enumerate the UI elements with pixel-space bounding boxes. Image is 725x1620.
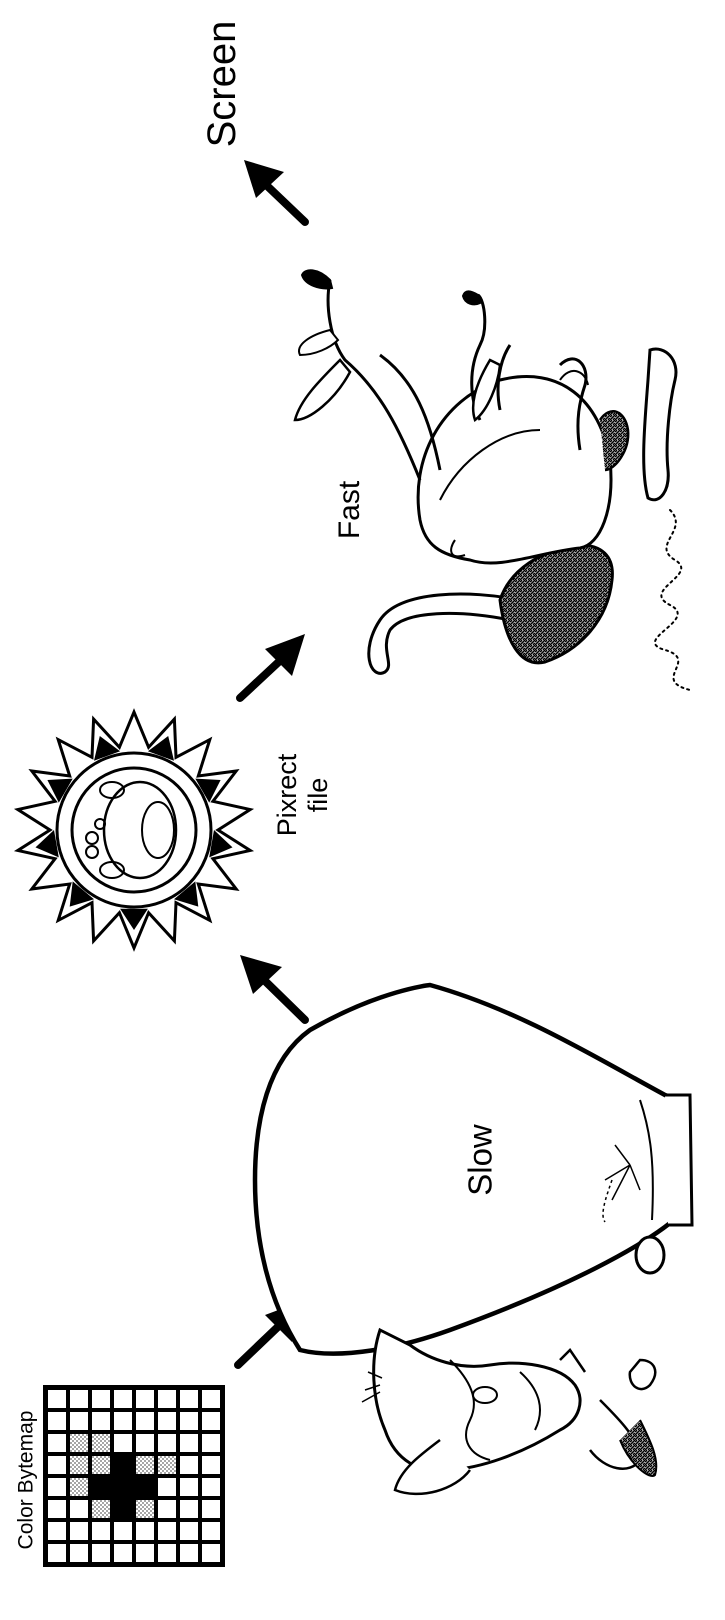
bytemap-cell xyxy=(48,1412,66,1430)
bytemap-cell xyxy=(70,1412,88,1430)
bytemap-cell xyxy=(180,1500,198,1518)
bytemap-cell xyxy=(136,1390,154,1408)
bytemap-cell xyxy=(48,1544,66,1562)
label-pixrect-file: Pixrect file xyxy=(272,754,334,837)
bytemap-cell xyxy=(114,1544,132,1562)
bytemap-cell xyxy=(158,1500,176,1518)
label-file: file xyxy=(303,754,334,837)
bytemap-cell xyxy=(136,1434,154,1452)
bytemap-cell xyxy=(202,1434,220,1452)
bytemap-cell xyxy=(202,1412,220,1430)
arrow-to-screen xyxy=(244,160,305,222)
bytemap-cell xyxy=(48,1390,66,1408)
bytemap-cell xyxy=(180,1544,198,1562)
bytemap-cell xyxy=(158,1522,176,1540)
bytemap-cell xyxy=(70,1478,88,1496)
bytemap-cell xyxy=(202,1500,220,1518)
bytemap-cell xyxy=(92,1456,110,1474)
bytemap-cell xyxy=(158,1434,176,1452)
bytemap-cell xyxy=(202,1390,220,1408)
bytemap-cell xyxy=(70,1522,88,1540)
bytemap-cell xyxy=(202,1478,220,1496)
bytemap-cell xyxy=(158,1478,176,1496)
label-slow: Slow xyxy=(464,1124,497,1196)
label-screen: Screen xyxy=(202,21,242,148)
bytemap-cell xyxy=(114,1434,132,1452)
bytemap-cell xyxy=(158,1544,176,1562)
bytemap-cell xyxy=(92,1390,110,1408)
bytemap-cell xyxy=(180,1434,198,1452)
bytemap-cell xyxy=(136,1478,154,1496)
bytemap-cell xyxy=(70,1544,88,1562)
sun-icon xyxy=(18,712,250,948)
bytemap-cell xyxy=(92,1522,110,1540)
bytemap-cell xyxy=(92,1544,110,1562)
bytemap-cell xyxy=(180,1522,198,1540)
bytemap-cell xyxy=(114,1412,132,1430)
bytemap-cell xyxy=(48,1522,66,1540)
bytemap-cell xyxy=(158,1390,176,1408)
bytemap-cell xyxy=(70,1434,88,1452)
bytemap-grid xyxy=(44,1386,224,1566)
bytemap-cell xyxy=(202,1456,220,1474)
bytemap-cell xyxy=(158,1412,176,1430)
bytemap-cell xyxy=(92,1434,110,1452)
bytemap-cell xyxy=(48,1434,66,1452)
label-color-bytemap: Color Bytemap xyxy=(16,1411,37,1550)
bytemap-cell xyxy=(114,1522,132,1540)
label-pixrect: Pixrect xyxy=(272,754,303,837)
arrow-to-pixrect xyxy=(240,955,305,1020)
bytemap-cell xyxy=(92,1478,110,1496)
bytemap-cell xyxy=(136,1500,154,1518)
slow-creature-illustration xyxy=(255,985,692,1494)
bytemap-cell xyxy=(136,1456,154,1474)
bytemap-cell xyxy=(48,1500,66,1518)
bytemap-cell xyxy=(202,1544,220,1562)
bytemap-cell xyxy=(114,1456,132,1474)
bytemap-cell xyxy=(70,1390,88,1408)
bytemap-cell xyxy=(136,1412,154,1430)
bytemap-cell xyxy=(158,1456,176,1474)
bytemap-cell xyxy=(136,1522,154,1540)
bytemap-cell xyxy=(114,1478,132,1496)
arrow-to-fast xyxy=(240,634,305,698)
label-fast: Fast xyxy=(335,481,365,539)
bytemap-cell xyxy=(136,1544,154,1562)
bytemap-cell xyxy=(114,1500,132,1518)
bytemap-cell xyxy=(180,1412,198,1430)
bytemap-cell xyxy=(92,1500,110,1518)
bytemap-cell xyxy=(180,1456,198,1474)
bytemap-cell xyxy=(114,1390,132,1408)
bytemap-cell xyxy=(48,1478,66,1496)
bytemap-cell xyxy=(48,1456,66,1474)
bytemap-cell xyxy=(180,1478,198,1496)
bytemap-cell xyxy=(202,1522,220,1540)
bytemap-cell xyxy=(92,1412,110,1430)
bytemap-cell xyxy=(180,1390,198,1408)
bytemap-cell xyxy=(70,1500,88,1518)
bytemap-cell xyxy=(70,1456,88,1474)
